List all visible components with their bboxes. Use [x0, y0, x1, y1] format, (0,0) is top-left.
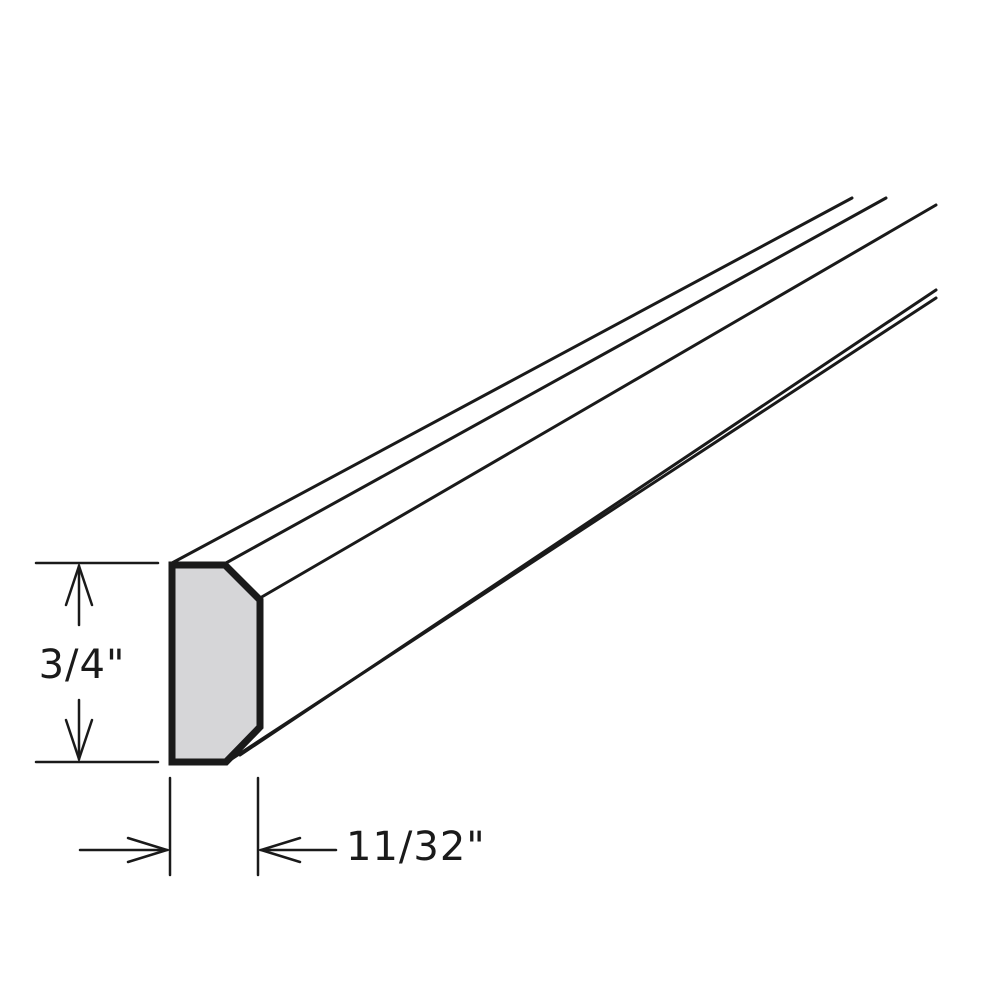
- front-bevel-edge: [258, 203, 938, 600]
- top-back-edge: [170, 196, 854, 565]
- width-arrow-left: [256, 836, 302, 864]
- height-arrow-up: [64, 562, 94, 607]
- width-label: 11/32": [346, 824, 486, 870]
- top-bevel-edge: [224, 196, 888, 565]
- molding-body: [170, 196, 938, 764]
- bottom-edge-outer: [225, 296, 938, 764]
- profile-cross-section: [168, 561, 264, 766]
- width-arrow-right: [126, 836, 172, 864]
- height-label: 3/4": [39, 642, 126, 688]
- height-arrow-down: [64, 718, 94, 763]
- width-dimension: [78, 776, 338, 877]
- height-dimension: [34, 561, 160, 764]
